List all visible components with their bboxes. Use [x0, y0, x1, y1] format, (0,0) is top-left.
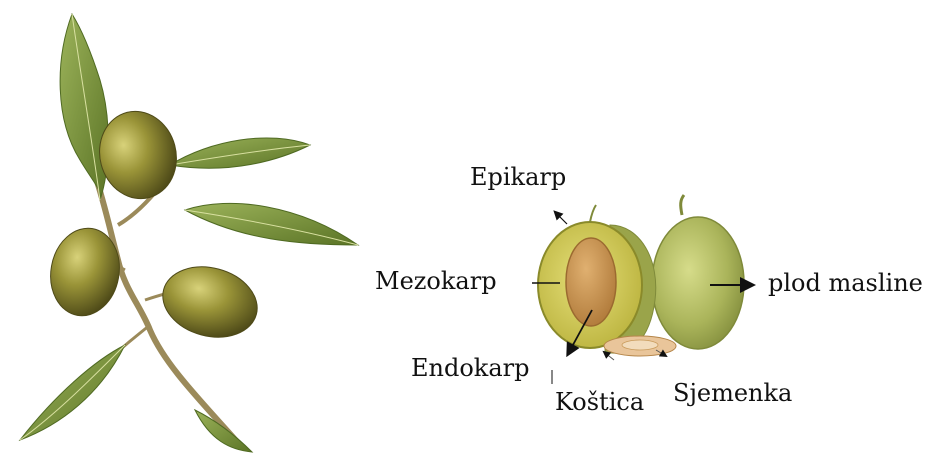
leaf	[195, 410, 252, 452]
olive-fruit	[155, 257, 265, 348]
seed-section	[622, 340, 658, 350]
pointer-epikarp	[555, 212, 567, 224]
label-epikarp: Epikarp	[470, 165, 566, 189]
label-sjemenka: Sjemenka	[673, 381, 792, 405]
label-plod-masline: plod masline	[768, 271, 923, 295]
whole-olive	[652, 217, 744, 349]
leaf	[20, 345, 125, 440]
label-endokarp: Endokarp	[411, 356, 529, 380]
leaf	[170, 138, 310, 168]
label-kostica: Koštica	[555, 390, 644, 414]
label-mezokarp: Mezokarp	[375, 269, 497, 293]
leaf	[60, 14, 108, 200]
olive-stalk	[681, 195, 684, 215]
olive-stalk	[590, 205, 596, 222]
olive-branch-illustration	[20, 14, 358, 452]
olive-cross-section	[532, 195, 752, 384]
